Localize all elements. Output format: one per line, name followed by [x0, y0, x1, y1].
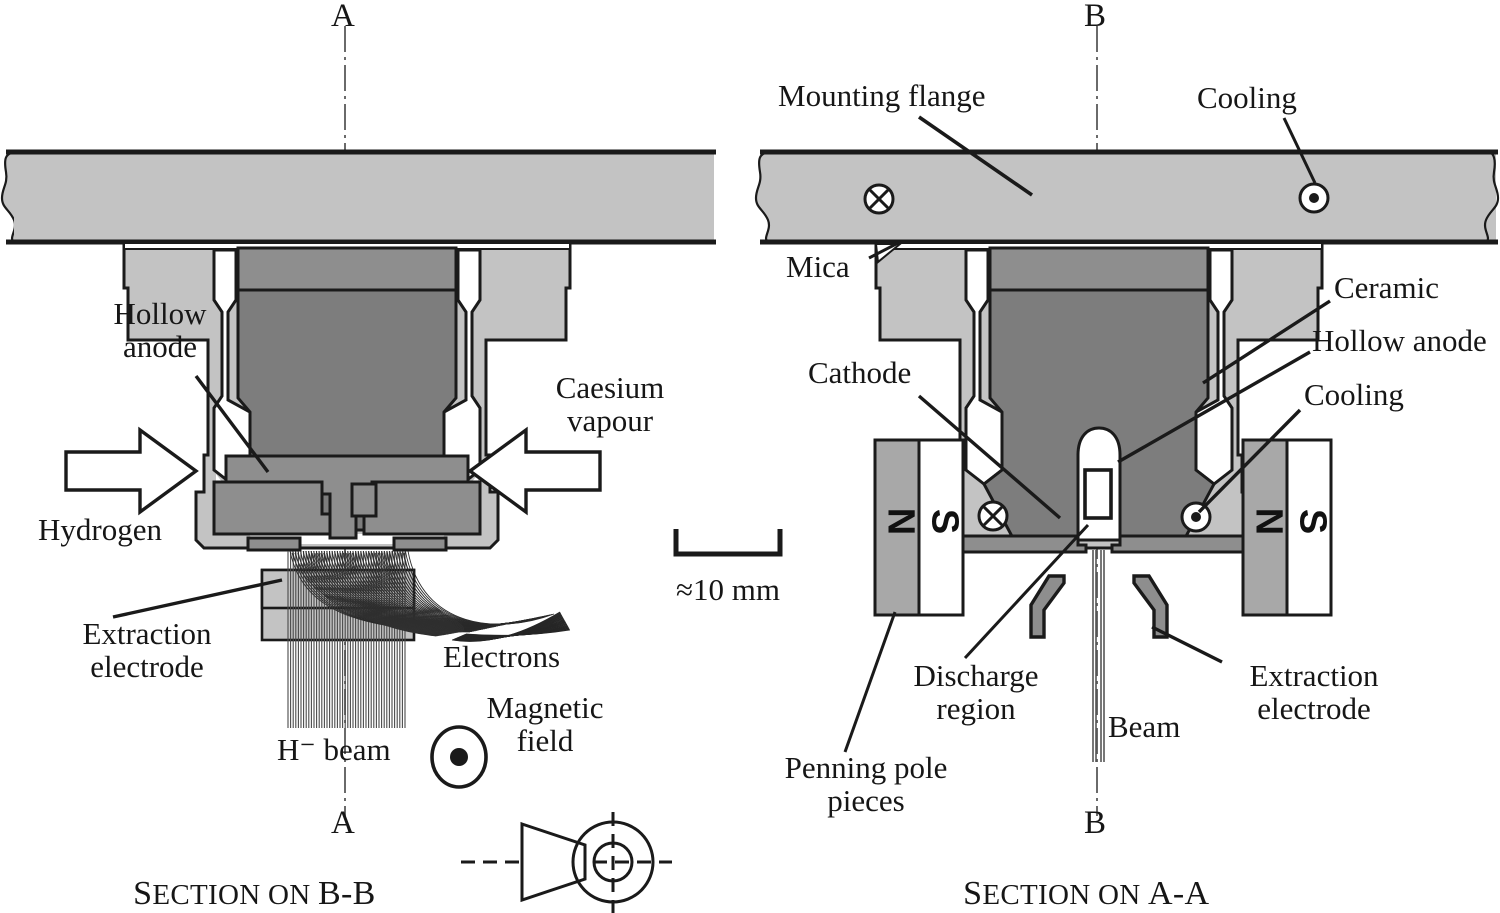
- magnet-right-north: N: [1247, 507, 1290, 536]
- magnet-left-south: S: [923, 508, 966, 535]
- leader-penning-pole-pieces: [843, 611, 897, 753]
- label-h-minus-beam: H⁻ beam: [277, 732, 391, 767]
- caption-right-view: SECTION ON A-A: [948, 842, 1209, 913]
- hydrogen-arrow: [64, 426, 199, 516]
- label-caesium-vapour: Caesium vapour: [555, 370, 665, 438]
- caption-right-lead: S: [963, 875, 983, 912]
- label-extraction-electrode-left: Extraction electrode: [82, 616, 212, 684]
- cooling-into-page-icon-flange: [863, 183, 895, 215]
- caption-right-tail: A-A: [1148, 875, 1210, 912]
- electrons-trajectory: [289, 550, 571, 642]
- label-discharge-region: Discharge region: [913, 658, 1039, 726]
- caption-left-small: ECTION ON: [152, 879, 319, 911]
- beam-lines-right: [1092, 550, 1105, 762]
- label-hollow-anode-right: Hollow anode: [1312, 323, 1487, 358]
- label-cooling-top: Cooling: [1197, 80, 1297, 115]
- section-letter-top-right: B: [1084, 0, 1107, 34]
- lower-chamber-blocks-left: [212, 480, 482, 552]
- cooling-into-page-icon-body: [977, 500, 1009, 532]
- magnetic-field-symbol: [430, 725, 488, 789]
- left-view-group: [0, 26, 716, 816]
- leader-mica: [868, 241, 899, 260]
- section-letter-bottom-right: B: [1084, 805, 1107, 841]
- label-extraction-electrode-right: Extraction electrode: [1249, 658, 1379, 726]
- magnet-right-south: S: [1291, 508, 1334, 535]
- ceramic-insulators-right: [964, 248, 1234, 486]
- scale-bar-label: ≈10 mm: [676, 572, 780, 607]
- hollow-anode-collar-left: [236, 246, 458, 292]
- leader-hollow-anode-left: [194, 374, 270, 474]
- label-hydrogen: Hydrogen: [38, 512, 162, 547]
- right-view-group: [754, 26, 1500, 816]
- mounting-flange-left: [0, 149, 716, 245]
- section-letter-bottom-left: A: [331, 805, 355, 841]
- leader-hollow-anode-right: [1117, 350, 1311, 464]
- leader-cooling-lower: [1197, 408, 1302, 514]
- caption-right-small: ECTION ON: [982, 879, 1149, 911]
- label-cathode: Cathode: [808, 355, 912, 390]
- leader-mounting-flange: [917, 115, 1034, 197]
- caesium-arrow: [467, 426, 602, 516]
- caption-left-lead: S: [133, 875, 153, 912]
- label-electrons: Electrons: [443, 639, 561, 674]
- label-hollow-anode-left: Hollow anode: [113, 296, 207, 364]
- label-mounting-flange: Mounting flange: [778, 78, 986, 113]
- label-penning-pole-pieces: Penning pole pieces: [784, 750, 948, 818]
- caption-left-tail: B-B: [318, 875, 376, 912]
- label-ceramic: Ceramic: [1334, 270, 1440, 305]
- label-magnetic-field: Magnetic field: [486, 690, 604, 758]
- cathode-block-right: [1083, 468, 1113, 520]
- leader-cathode: [917, 394, 1062, 520]
- projection-symbol: [461, 812, 672, 913]
- label-beam: Beam: [1108, 709, 1181, 744]
- caption-left-view: SECTION ON B-B: [118, 842, 376, 913]
- leader-extraction-electrode-right: [1151, 625, 1223, 664]
- cooling-out-of-page-icon-flange: [1298, 182, 1330, 214]
- hollow-anode-collar-right: [988, 246, 1210, 292]
- label-mica: Mica: [786, 249, 850, 284]
- leader-ceramic: [1202, 299, 1331, 385]
- label-cooling-lower: Cooling: [1304, 377, 1404, 412]
- scale-bar: [673, 529, 783, 557]
- penning-pole-piece-right: [1241, 438, 1333, 617]
- mounting-flange-right: [754, 149, 1500, 245]
- leader-cooling-top: [1282, 117, 1317, 184]
- magnet-left-north: N: [879, 507, 922, 536]
- extraction-electrode-right: [1029, 574, 1169, 639]
- section-letter-top-left: A: [331, 0, 355, 34]
- leader-extraction-electrode-left: [112, 578, 283, 619]
- leader-discharge-region: [963, 523, 1090, 660]
- penning-pole-piece-left: [873, 438, 965, 617]
